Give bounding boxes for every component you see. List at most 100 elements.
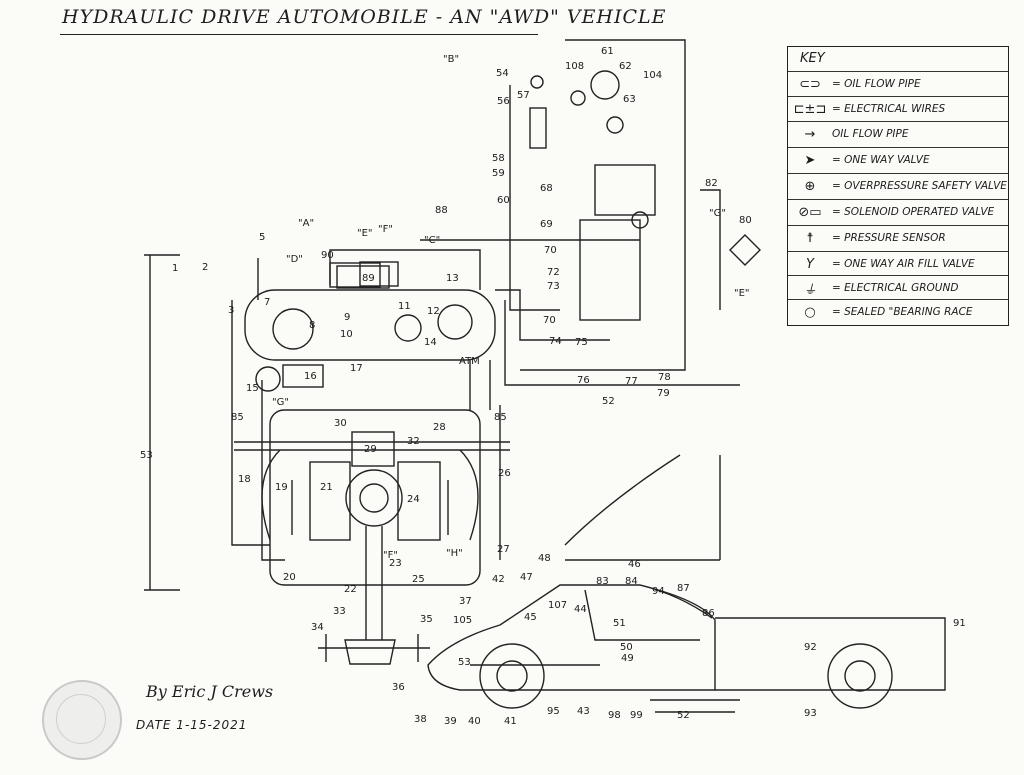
- svg-text:33: 33: [333, 606, 346, 617]
- svg-text:50: 50: [620, 642, 633, 653]
- key-row: → OIL FLOW PIPE: [788, 121, 1008, 146]
- key-row: Y = ONE WAY AIR FILL VALVE: [788, 251, 1008, 276]
- diagram-title: HYDRAULIC DRIVE AUTOMOBILE - AN "AWD" VE…: [62, 6, 667, 28]
- svg-text:84: 84: [625, 576, 638, 587]
- safety-valve-icon: ⊕: [804, 178, 816, 194]
- svg-text:1: 1: [172, 263, 178, 274]
- svg-text:42: 42: [492, 574, 505, 585]
- key-label: = ONE WAY VALVE: [832, 154, 930, 166]
- key-label: = SEALED "BEARING RACE: [832, 306, 973, 318]
- wire-icon: ⊏±⊐: [793, 101, 827, 117]
- pipe-icon: ⊂⊃: [799, 76, 821, 92]
- air-fill-valve-icon: Y: [806, 256, 814, 272]
- svg-text:47: 47: [520, 572, 533, 583]
- svg-text:"C": "C": [424, 235, 440, 246]
- svg-text:22: 22: [344, 584, 357, 595]
- svg-text:"D": "D": [286, 254, 303, 265]
- svg-text:37: 37: [459, 596, 472, 607]
- svg-text:23: 23: [389, 558, 402, 569]
- svg-text:78: 78: [658, 372, 671, 383]
- svg-text:41: 41: [504, 716, 517, 727]
- ground-icon: ⏚: [803, 282, 817, 298]
- svg-text:91: 91: [953, 618, 966, 629]
- svg-text:73: 73: [547, 281, 560, 292]
- svg-text:51: 51: [613, 618, 626, 629]
- svg-text:"F": "F": [378, 224, 393, 235]
- svg-text:44: 44: [574, 604, 587, 615]
- svg-text:ATM: ATM: [459, 356, 480, 367]
- svg-text:18: 18: [238, 474, 251, 485]
- key-row: ⏚ = ELECTRICAL GROUND: [788, 275, 1008, 300]
- svg-text:70: 70: [544, 245, 557, 256]
- part-number-labels: 1 2 3 5 15 16 17 18 19 20 21 22 23 24 25…: [140, 46, 966, 727]
- key-label: = ELECTRICAL GROUND: [832, 282, 959, 294]
- title-underline: [60, 34, 538, 35]
- svg-text:99: 99: [630, 710, 643, 721]
- svg-text:107: 107: [548, 600, 567, 611]
- svg-text:89: 89: [362, 273, 375, 284]
- key-label: OIL FLOW PIPE: [832, 128, 909, 140]
- svg-text:88: 88: [435, 205, 448, 216]
- svg-text:58: 58: [492, 153, 505, 164]
- svg-text:85: 85: [494, 412, 507, 423]
- svg-text:69: 69: [540, 219, 553, 230]
- key-heading: KEY: [800, 51, 825, 66]
- svg-text:"H": "H": [446, 548, 463, 559]
- key-row: ⊂⊃ = OIL FLOW PIPE: [788, 71, 1008, 96]
- svg-text:74: 74: [549, 336, 562, 347]
- drive-train-schematic: [144, 39, 946, 713]
- svg-text:2: 2: [202, 262, 208, 273]
- svg-text:"G": "G": [272, 397, 289, 408]
- svg-text:60: 60: [497, 195, 510, 206]
- svg-text:76: 76: [577, 375, 590, 386]
- svg-text:16: 16: [304, 371, 317, 382]
- svg-text:90: 90: [321, 250, 334, 261]
- key-label: = SOLENOID OPERATED VALVE: [832, 206, 995, 218]
- svg-text:82: 82: [705, 178, 718, 189]
- svg-text:83: 83: [596, 576, 609, 587]
- bearing-race-icon: ○: [804, 304, 816, 320]
- signature: By Eric J Crews: [146, 682, 274, 701]
- svg-text:72: 72: [547, 267, 560, 278]
- svg-text:80: 80: [739, 215, 752, 226]
- svg-text:36: 36: [392, 682, 405, 693]
- svg-text:"E": "E": [734, 288, 750, 299]
- svg-text:10: 10: [340, 329, 353, 340]
- svg-text:35: 35: [420, 614, 433, 625]
- one-way-valve-icon: ➤: [804, 152, 816, 168]
- svg-text:11: 11: [398, 301, 411, 312]
- svg-text:68: 68: [540, 183, 553, 194]
- key-row: ⊕ = OVERPRESSURE SAFETY VALVE: [788, 173, 1008, 198]
- svg-text:85: 85: [231, 412, 244, 423]
- svg-text:21: 21: [320, 482, 333, 493]
- key-row: ☨ = PRESSURE SENSOR: [788, 225, 1008, 250]
- svg-text:53: 53: [140, 450, 153, 461]
- key-label: = OVERPRESSURE SAFETY VALVE: [832, 180, 1007, 192]
- svg-text:52: 52: [677, 710, 690, 721]
- svg-text:34: 34: [311, 622, 324, 633]
- svg-text:30: 30: [334, 418, 347, 429]
- svg-text:56: 56: [497, 96, 510, 107]
- svg-text:29: 29: [364, 444, 377, 455]
- svg-text:61: 61: [601, 46, 614, 57]
- svg-text:48: 48: [538, 553, 551, 564]
- svg-text:8: 8: [309, 320, 315, 331]
- svg-text:40: 40: [468, 716, 481, 727]
- key-label: = PRESSURE SENSOR: [832, 232, 946, 244]
- solenoid-valve-icon: ⊘▭: [798, 204, 822, 220]
- svg-text:53: 53: [458, 657, 471, 668]
- svg-text:46: 46: [628, 559, 641, 570]
- drawing-date: DATE 1-15-2021: [136, 718, 248, 732]
- svg-text:"A": "A": [298, 218, 314, 229]
- svg-text:59: 59: [492, 168, 505, 179]
- key-row: ⊏±⊐ = ELECTRICAL WIRES: [788, 96, 1008, 121]
- svg-text:43: 43: [577, 706, 590, 717]
- svg-text:108: 108: [565, 61, 584, 72]
- key-label: = ELECTRICAL WIRES: [832, 103, 946, 115]
- key-row: ⊘▭ = SOLENOID OPERATED VALVE: [788, 199, 1008, 224]
- svg-text:7: 7: [264, 297, 270, 308]
- key-label: = OIL FLOW PIPE: [832, 78, 921, 90]
- svg-text:3: 3: [228, 305, 234, 316]
- svg-text:52: 52: [602, 396, 615, 407]
- svg-text:13: 13: [446, 273, 459, 284]
